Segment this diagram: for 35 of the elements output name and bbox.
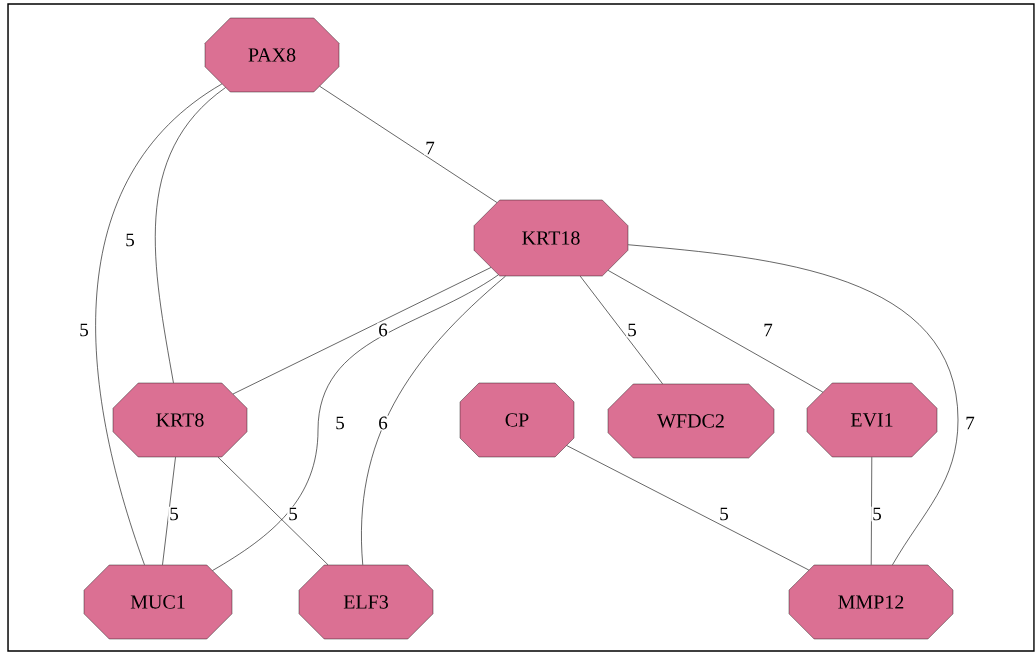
octagon-node: KRT8	[112, 382, 248, 458]
connector-line	[212, 274, 499, 571]
octagon-node: PAX8	[204, 17, 340, 93]
connector-line	[162, 456, 176, 566]
connector-line	[607, 270, 824, 393]
edge-label: 7	[424, 140, 436, 156]
connector-line	[95, 83, 223, 566]
edge-label: 5	[626, 322, 638, 338]
edge-label: 6	[377, 415, 389, 431]
connector-line	[361, 275, 506, 566]
octagon-node: WFDC2	[607, 383, 775, 459]
edge-label: 7	[762, 322, 774, 338]
edge-label: 6	[377, 322, 389, 338]
octagon-node: MMP12	[788, 564, 954, 640]
edge-label: 5	[124, 232, 136, 248]
connector-line	[579, 275, 663, 385]
octagon-node: MUC1	[83, 564, 233, 640]
connector-line	[566, 445, 810, 571]
edge-label: 5	[871, 506, 883, 522]
edge-label: 5	[168, 506, 180, 522]
connector-line	[217, 456, 329, 566]
edge-label: 5	[718, 506, 730, 522]
connector-line	[232, 267, 492, 395]
octagon-node: ELF3	[298, 564, 434, 640]
edge-label: 7	[964, 415, 976, 431]
octagon-node: CP	[459, 382, 575, 458]
edge-label: 5	[334, 415, 346, 431]
connector-line	[627, 244, 959, 566]
connector-line	[155, 87, 226, 384]
connector-line	[870, 456, 873, 566]
octagon-node: KRT18	[473, 199, 629, 277]
edge-label: 5	[78, 322, 90, 338]
edge-label: 5	[287, 506, 299, 522]
octagon-node: EVI1	[806, 382, 938, 458]
connector-line	[319, 86, 498, 203]
